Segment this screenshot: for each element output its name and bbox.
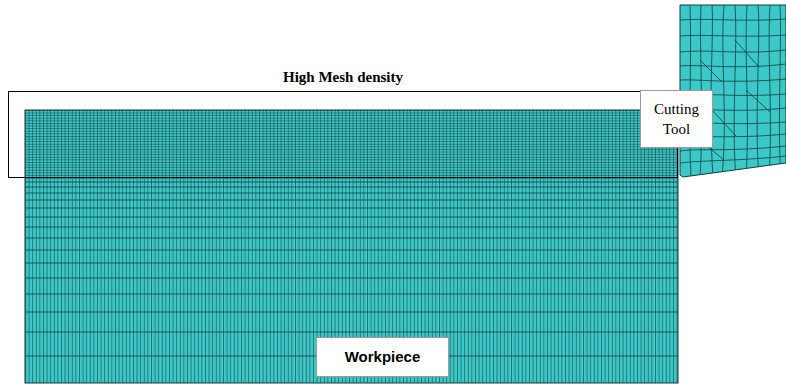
workpiece-mesh xyxy=(25,110,678,383)
part-label: Workpiece xyxy=(345,347,421,367)
workpiece-label-box: Workpiece xyxy=(316,337,449,377)
mesh-region-bracket: High Mesh density xyxy=(8,91,678,178)
region-heading: High Mesh density xyxy=(9,67,677,87)
tool-label-box: Cutting Tool xyxy=(640,90,713,148)
part-label: Cutting Tool xyxy=(647,99,706,140)
